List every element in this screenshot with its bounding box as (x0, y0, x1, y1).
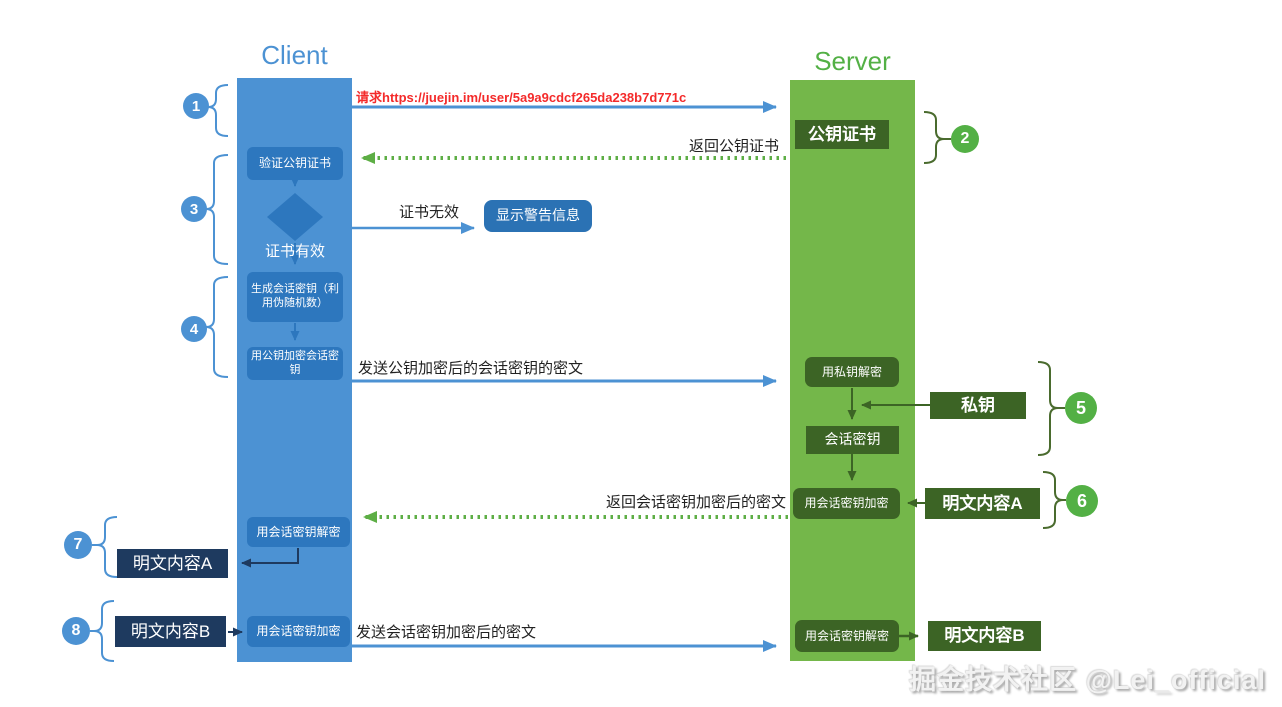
arrow-decrypt-to-plaintext-a (241, 548, 299, 568)
node-public-cert: 公钥证书 (795, 120, 889, 149)
step-badge-8: 8 (62, 617, 90, 645)
step-badge-6: 6 (1066, 485, 1098, 517)
step-badge-5: 5 (1065, 392, 1097, 424)
node-session-key: 会话密钥 (806, 426, 899, 454)
label-return-session-encrypted-ciphertext: 返回会话密钥加密后的密文 (606, 494, 787, 511)
brace-step-6 (1042, 471, 1064, 529)
step-badge-2: 2 (951, 125, 979, 153)
label-send-session-encrypted-ciphertext: 发送会话密钥加密后的密文 (356, 624, 537, 641)
node-generate-session-key: 生成会话密钥（利用伪随机数） (247, 272, 343, 322)
step-badge-7: 7 (64, 531, 92, 559)
step-badge-1: 1 (183, 93, 209, 119)
brace-step-4 (205, 276, 229, 378)
brace-step-5 (1037, 361, 1059, 456)
server-title: Server (814, 46, 891, 76)
node-server-encrypt-with-session-key: 用会话密钥加密 (793, 488, 900, 519)
label-send-pubkey-encrypted-session-key: 发送公钥加密后的会话密钥的密文 (358, 360, 584, 377)
decision-diamond (267, 193, 323, 241)
node-client-encrypt-with-session-key: 用会话密钥加密 (247, 616, 350, 647)
label-return-public-cert: 返回公钥证书 (689, 138, 780, 155)
node-show-warning: 显示警告信息 (484, 200, 592, 232)
node-server-plaintext-a: 明文内容A (925, 488, 1040, 519)
label-cert-invalid: 证书无效 (399, 204, 460, 221)
client-title: Client (261, 40, 328, 70)
brace-step-1 (207, 84, 229, 137)
node-server-plaintext-b: 明文内容B (928, 621, 1041, 651)
brace-step-2 (923, 111, 945, 164)
label-cert-valid: 证书有效 (264, 243, 325, 260)
node-server-decrypt-with-session-key: 用会话密钥解密 (795, 620, 899, 652)
node-verify-cert: 验证公钥证书 (247, 147, 343, 180)
node-decrypt-with-private-key: 用私钥解密 (805, 357, 899, 387)
brace-step-3 (205, 154, 229, 265)
node-encrypt-session-key-with-pubkey: 用公钥加密会话密钥 (247, 347, 343, 380)
node-client-plaintext-a: 明文内容A (117, 549, 228, 578)
step-badge-4: 4 (181, 316, 207, 342)
node-client-plaintext-b: 明文内容B (115, 616, 226, 647)
brace-step-7 (96, 516, 118, 578)
brace-step-8 (93, 600, 115, 662)
node-private-key: 私钥 (930, 392, 1026, 419)
step-badge-3: 3 (181, 196, 207, 222)
watermark: 掘金技术社区 @Lei_official (909, 665, 1266, 695)
node-client-decrypt-with-session-key: 用会话密钥解密 (247, 517, 350, 547)
label-request-url: 请求https://juejin.im/user/5a9a9cdcf265da2… (356, 90, 687, 105)
